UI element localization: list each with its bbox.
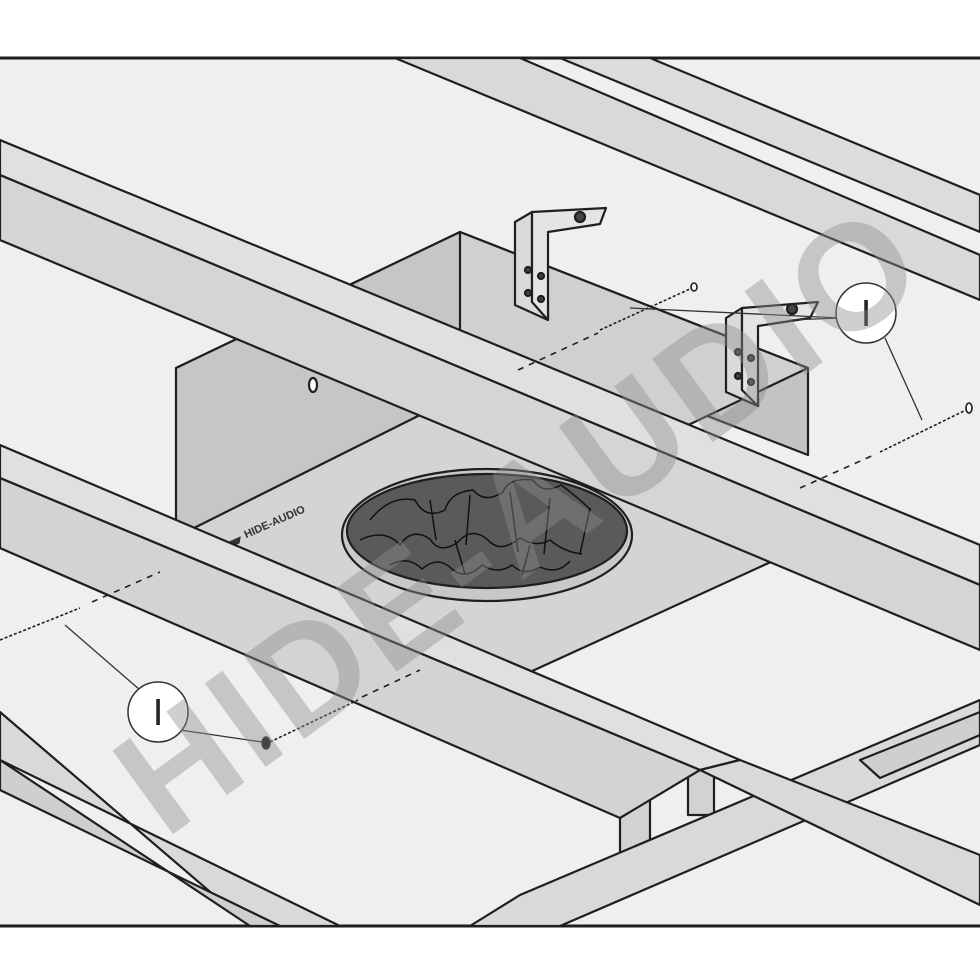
callout-circle-right [835,282,897,344]
screw-right-lower [799,402,973,489]
callout-label-right: I [861,294,872,335]
joist-lower-front-face [0,476,702,820]
joist-far-upper-2 [558,56,980,234]
callout-circle-left [127,681,189,743]
callout-label-left: I [153,693,164,734]
ceiling-frame: HIDE-AUDIO [0,56,980,928]
screw-left-upper [0,571,161,641]
screw-left-lower [261,669,421,750]
callout-left: I [64,624,263,743]
joist-far-upper [393,56,980,302]
joist-lower-right [468,698,980,928]
mounting-bracket-left [513,206,608,322]
joist-lower-end [698,758,980,907]
box-mount-hole [307,376,319,394]
joist-upper-front-face [0,173,980,652]
joist-bottom-left [0,710,342,928]
screw-head [261,736,271,750]
mounting-bracket-right [724,300,820,408]
callout-right: I [629,282,923,421]
driver-texture [359,478,592,576]
joist-bottom-left-2 [0,758,282,928]
joist-lower-right-2 [858,710,980,780]
joist-upper-top-face [0,138,980,587]
